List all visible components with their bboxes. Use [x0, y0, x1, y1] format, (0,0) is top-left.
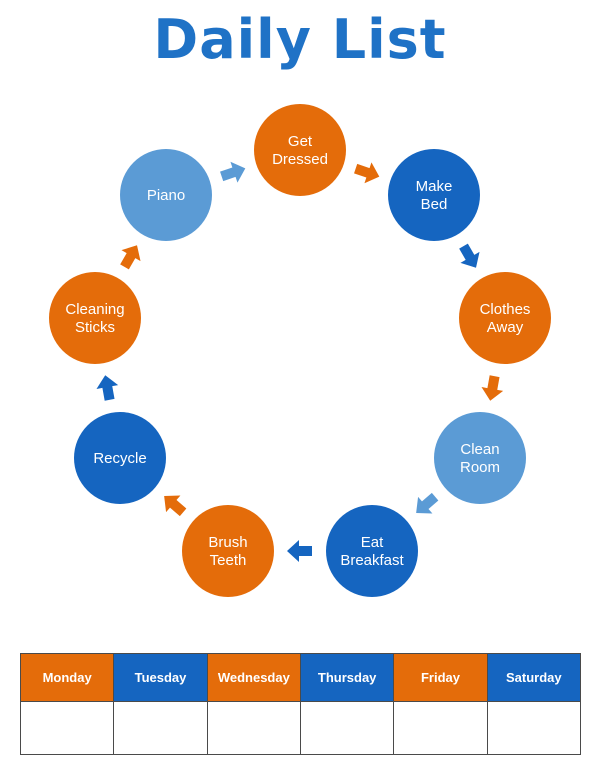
flow-arrow-icon: [164, 495, 187, 517]
day-check-cell-thursday[interactable]: [299, 701, 395, 755]
flow-arrow-icon: [96, 375, 119, 401]
step-label-line: Get: [288, 133, 313, 150]
day-check-cell-friday[interactable]: [393, 701, 488, 755]
step-label-line: Piano: [147, 187, 185, 204]
step-circle: [459, 272, 551, 364]
step-circle: [434, 412, 526, 504]
step-circle: [49, 272, 141, 364]
day-check-row: [19, 701, 582, 755]
flow-arrow-icon: [220, 161, 246, 183]
step-label-line: Clothes: [480, 301, 531, 318]
step-label-line: Make: [416, 178, 453, 195]
step-label-line: Brush: [208, 534, 247, 551]
step-label-line: Clean: [460, 441, 499, 458]
day-header-tuesday: Tuesday: [113, 653, 208, 702]
day-header-wednesday: Wednesday: [206, 653, 301, 702]
step-circle: [182, 505, 274, 597]
step-label-line: Dressed: [272, 151, 328, 168]
flow-arrow-icon: [287, 540, 312, 562]
step-label-line: Bed: [421, 196, 448, 213]
step-circle: [388, 149, 480, 241]
flow-arrow-icon: [481, 375, 504, 401]
step-label-line: Away: [487, 319, 524, 336]
day-check-cell-wednesday[interactable]: [206, 701, 301, 755]
step-label-line: Recycle: [93, 450, 146, 467]
step-circle: [326, 505, 418, 597]
day-header-friday: Friday: [393, 653, 488, 702]
day-check-cell-monday[interactable]: [19, 701, 115, 755]
day-header-monday: Monday: [19, 653, 115, 702]
step-label: Recycle: [93, 450, 146, 467]
step-circle: [254, 104, 346, 196]
day-header-thursday: Thursday: [299, 653, 395, 702]
step-label-line: Eat: [361, 534, 384, 551]
step-label-line: Breakfast: [340, 552, 404, 569]
cycle-step: Piano: [120, 149, 212, 241]
page-title: Daily List: [153, 8, 447, 71]
flow-arrow-icon: [416, 492, 439, 514]
step-label: Piano: [147, 187, 185, 204]
day-check-cell-saturday[interactable]: [486, 701, 582, 755]
step-label-line: Cleaning: [65, 301, 124, 318]
flow-arrow-icon: [354, 162, 380, 184]
day-header-saturday: Saturday: [486, 653, 582, 702]
step-circle: [74, 412, 166, 504]
flow-arrow-icon: [120, 245, 141, 270]
step-label-line: Sticks: [75, 319, 115, 336]
step-circle: [120, 149, 212, 241]
step-label-line: Teeth: [210, 552, 247, 569]
step-label-line: Room: [460, 459, 500, 476]
cycle-step: Recycle: [74, 412, 166, 504]
day-check-cell-tuesday[interactable]: [113, 701, 208, 755]
flow-arrow-icon: [459, 243, 480, 268]
